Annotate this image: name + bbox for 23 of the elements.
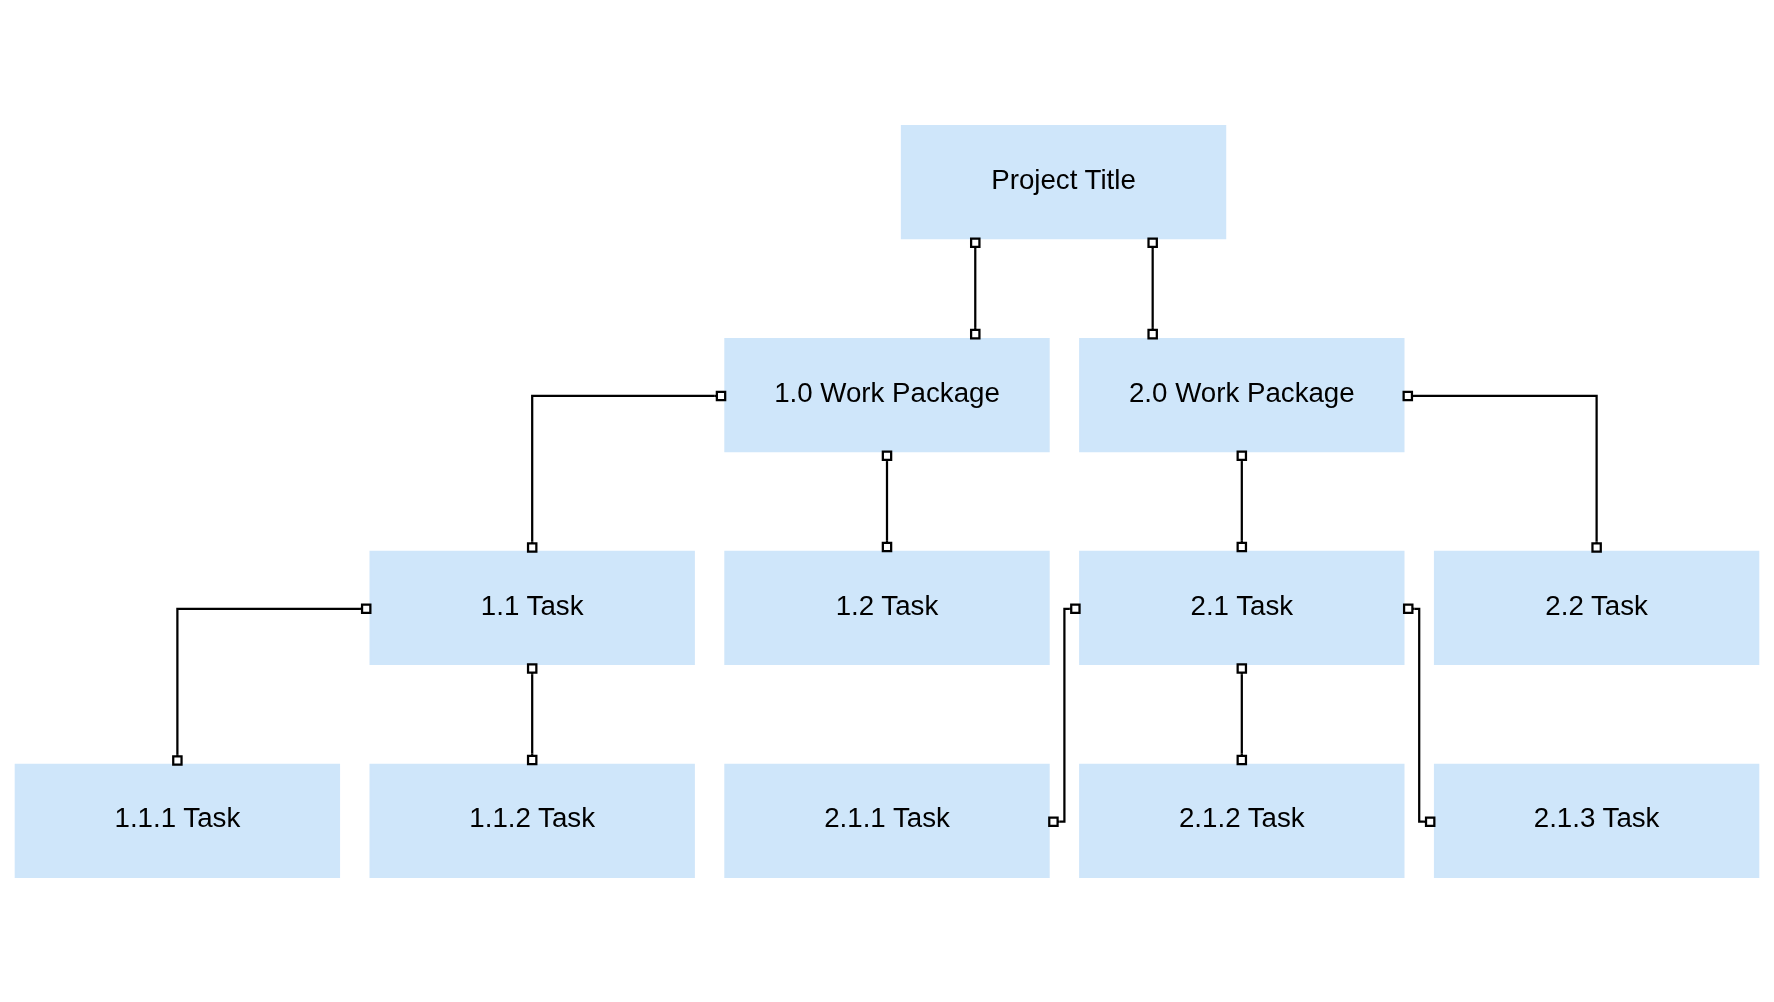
node-box: 1.2 Task bbox=[724, 550, 1050, 665]
connector bbox=[1402, 390, 1602, 553]
node-box: Project Title bbox=[900, 124, 1227, 239]
connector bbox=[1147, 237, 1158, 339]
connector bbox=[1048, 603, 1081, 827]
node-box: 2.1.2 Task bbox=[1079, 763, 1405, 878]
node-box: 2.1 Task bbox=[1079, 550, 1405, 665]
connector bbox=[970, 237, 981, 339]
node-box: 2.2 Task bbox=[1433, 550, 1760, 665]
node-box: 1.1.2 Task bbox=[369, 763, 695, 878]
node-box: 2.1.1 Task bbox=[724, 763, 1050, 878]
connector bbox=[1236, 449, 1248, 552]
connector bbox=[881, 449, 893, 552]
node-box: 1.0 Work Package bbox=[724, 337, 1050, 452]
connector bbox=[1402, 603, 1436, 827]
connector bbox=[526, 390, 727, 553]
connector bbox=[1236, 662, 1248, 765]
node-box: 2.0 Work Package bbox=[1079, 337, 1405, 452]
connector bbox=[526, 662, 538, 765]
node-box: 1.1 Task bbox=[369, 550, 695, 665]
node-box: 2.1.3 Task bbox=[1433, 763, 1760, 878]
node-box: 1.1.1 Task bbox=[14, 763, 341, 878]
connector bbox=[172, 603, 372, 766]
